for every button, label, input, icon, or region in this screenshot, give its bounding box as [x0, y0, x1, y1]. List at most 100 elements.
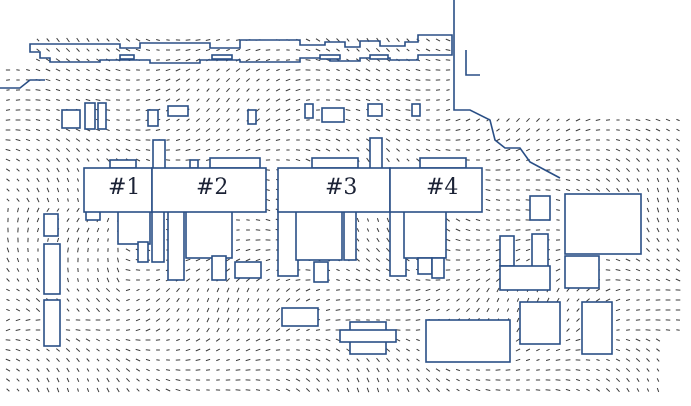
- flow-vector: [396, 278, 400, 282]
- flow-vector: [255, 58, 261, 62]
- flow-vector: [165, 287, 171, 293]
- flow-vector: [176, 308, 180, 312]
- flow-vector: [37, 238, 39, 242]
- flow-vector: [206, 97, 210, 103]
- flow-vector: [246, 297, 250, 303]
- flow-vector: [65, 47, 71, 53]
- flow-vector: [656, 138, 660, 142]
- flow-vector: [395, 138, 401, 142]
- east-bldg-3: [499, 235, 515, 267]
- flow-vector: [105, 78, 111, 82]
- flow-vector: [36, 358, 40, 362]
- flow-vector: [145, 149, 151, 151]
- flow-vector: [26, 158, 30, 162]
- flow-vector: [476, 307, 480, 313]
- flow-vector: [356, 128, 360, 132]
- flow-vector: [206, 78, 210, 82]
- flow-vector: [155, 378, 161, 382]
- flow-vector: [125, 129, 131, 131]
- flow-vector: [456, 288, 460, 292]
- flow-vector: [6, 89, 10, 91]
- flow-vector: [435, 368, 441, 372]
- flow-vector: [595, 119, 601, 121]
- flow-vector: [335, 99, 341, 101]
- flow-vector: [665, 278, 671, 282]
- flow-vector: [115, 298, 121, 302]
- flow-vector: [415, 79, 421, 81]
- flow-vector: [445, 149, 451, 151]
- flow-vector: [15, 308, 21, 312]
- roof-item-5: [419, 157, 467, 169]
- flow-vector: [176, 128, 180, 132]
- flow-vector: [326, 388, 330, 392]
- flow-vector: [485, 148, 491, 152]
- flow-vector: [155, 129, 161, 131]
- flow-vector: [326, 69, 330, 71]
- flow-vector: [415, 319, 421, 321]
- flow-vector: [646, 237, 650, 243]
- flow-vector: [405, 109, 411, 111]
- flow-vector: [415, 279, 421, 281]
- flow-vector: [105, 89, 111, 91]
- flow-vector: [146, 368, 150, 372]
- flow-vector: [175, 388, 181, 392]
- flow-vector: [185, 58, 191, 62]
- flow-vector: [266, 317, 270, 323]
- flow-vector: [6, 298, 10, 302]
- flow-vector: [75, 348, 81, 352]
- flow-vector: [186, 118, 190, 122]
- flow-vector: [95, 88, 101, 92]
- flow-vector: [66, 188, 70, 192]
- flow-vector: [656, 348, 660, 352]
- flow-vector: [165, 88, 171, 92]
- flow-vector: [366, 47, 370, 53]
- flow-vector: [235, 68, 241, 72]
- flow-vector: [186, 287, 190, 293]
- flow-vector: [236, 338, 240, 342]
- flow-vector: [276, 68, 280, 72]
- flow-vector: [315, 339, 321, 341]
- flow-vector: [146, 388, 150, 392]
- flow-vector: [266, 189, 270, 191]
- flow-vector: [35, 338, 41, 342]
- flow-vector: [385, 118, 391, 122]
- flow-vector: [626, 188, 630, 192]
- flow-vector: [246, 308, 250, 312]
- flow-vector: [226, 287, 230, 293]
- flow-vector: [375, 268, 381, 272]
- flow-vector: [485, 268, 491, 272]
- flow-vector: [526, 258, 530, 262]
- flow-vector: [76, 207, 80, 213]
- flow-vector: [46, 197, 50, 203]
- flow-vector: [45, 99, 51, 101]
- flow-vector: [456, 298, 460, 302]
- flow-vector: [186, 298, 190, 302]
- flow-vector: [256, 298, 260, 302]
- flow-vector: [405, 278, 411, 282]
- flow-vector: [255, 219, 261, 221]
- flow-vector: [265, 49, 271, 51]
- roof-item-2: [189, 159, 199, 169]
- flow-vector: [555, 199, 561, 201]
- flow-vector: [135, 38, 141, 42]
- flow-vector: [36, 227, 40, 233]
- flow-vector: [626, 177, 630, 183]
- flow-vector: [196, 68, 200, 72]
- flow-vector: [176, 328, 180, 332]
- flow-vector: [435, 148, 441, 152]
- flow-vector: [95, 78, 101, 82]
- flow-vector: [625, 367, 631, 373]
- flow-vector: [26, 288, 30, 292]
- flow-vector: [145, 308, 151, 312]
- flow-vector: [96, 287, 100, 293]
- flow-vector: [515, 138, 521, 142]
- flow-vector: [375, 78, 381, 82]
- flow-vector: [336, 388, 340, 392]
- flow-vector: [146, 288, 150, 292]
- flow-vector: [125, 248, 131, 252]
- flow-vector: [635, 279, 641, 281]
- flow-vector: [446, 298, 450, 302]
- flow-vector: [275, 88, 281, 92]
- flow-vector: [376, 387, 380, 393]
